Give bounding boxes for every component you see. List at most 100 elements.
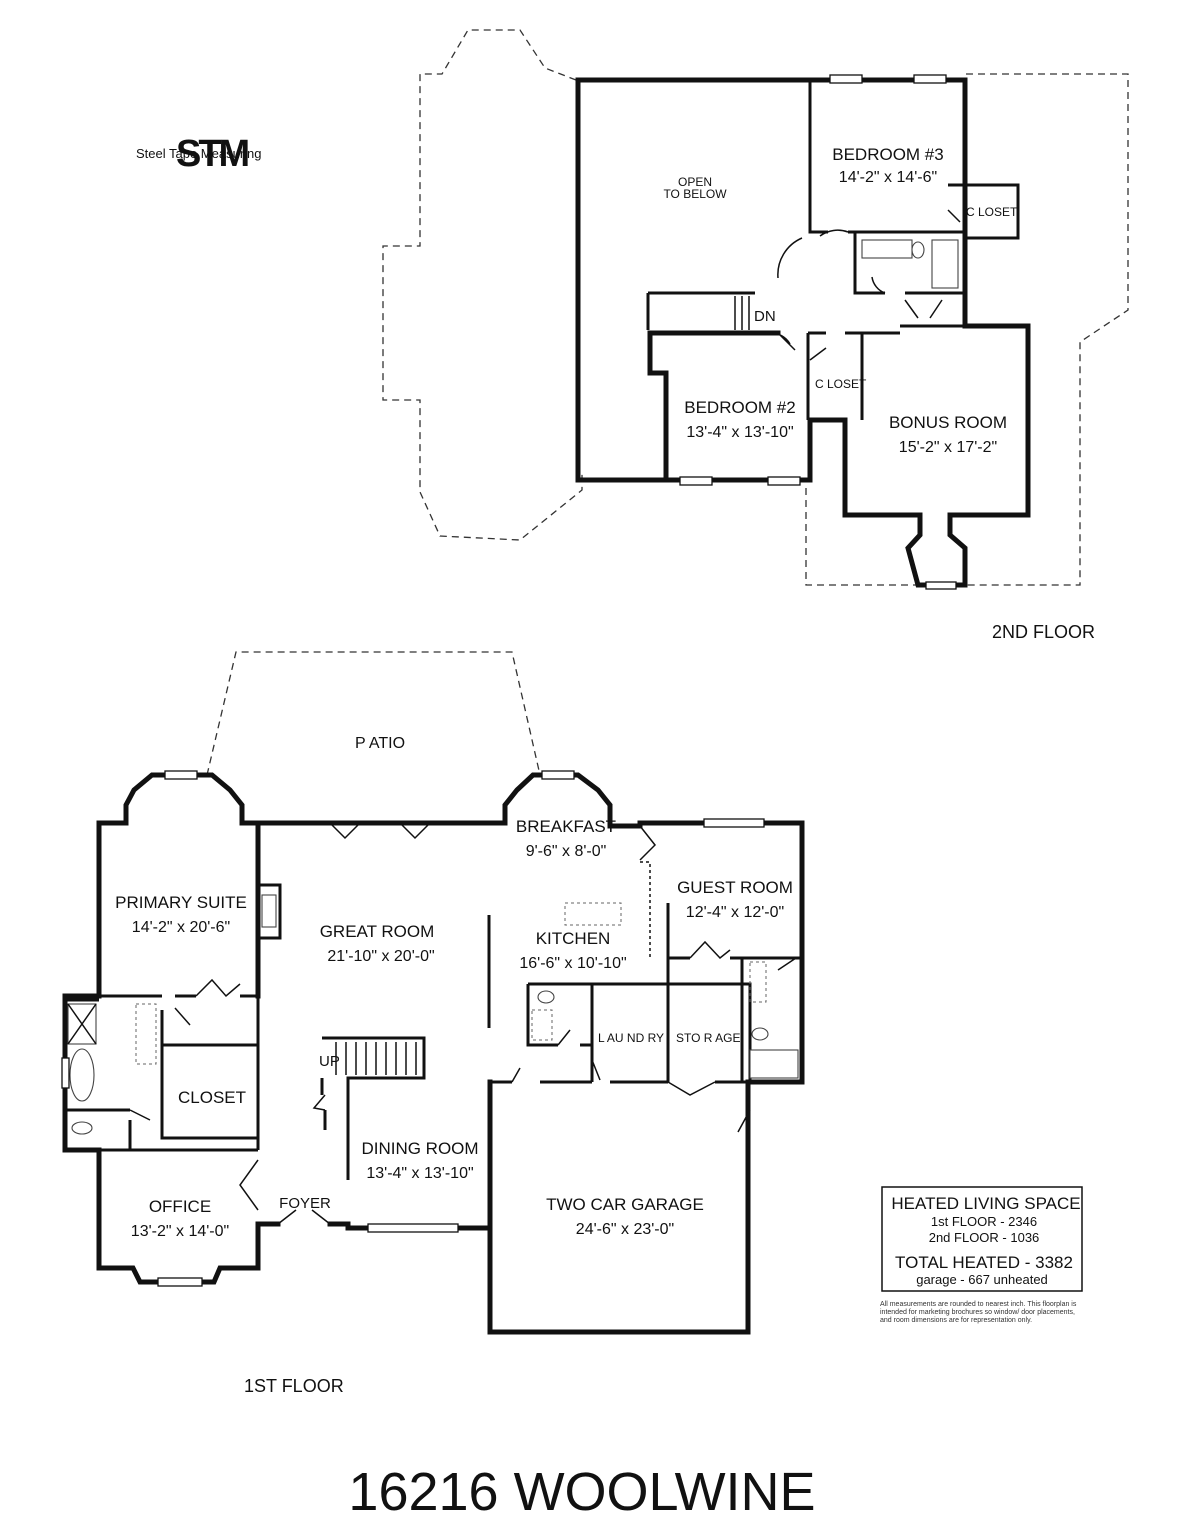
toilet-primary-icon [71,1121,93,1135]
storage-label: STO R AGE [676,1031,740,1045]
stairs-up-label: UP [319,1053,340,1070]
door-swing-bed3 [819,229,849,237]
guest-room-name: GUEST ROOM [677,878,793,897]
guest-door-swing [689,940,731,960]
office-dims: 13'-2" x 14'-0" [131,1223,229,1240]
logo-mark: STM [176,133,249,175]
window-office [157,1277,203,1287]
primary-door-swing [195,978,241,998]
roof-outline-left [382,29,583,541]
stairs-down-label: DN [754,308,776,325]
primary-suite-dims: 14'-2" x 20'-6" [132,919,230,936]
great-room-dims: 21'-10" x 20'-0" [327,948,434,965]
bedroom2-dims: 13'-4" x 13'-10" [686,424,793,441]
bath-vanity [861,239,913,259]
kitchen-dims: 16'-6" x 10'-10" [519,955,626,972]
closet-bed2-label: C LOSET [815,377,867,391]
logo-company-name: Steel Tape Measuring [136,146,262,161]
stair-treads-first [335,1042,417,1075]
company-logo: STM Steel Tape Measuring [136,133,262,175]
closet-label: CLOSET [178,1088,246,1107]
breakfast-dims: 9'-6" x 8'-0" [526,843,607,860]
bathtub-primary-icon [69,1048,95,1102]
kitchen-dashed-wall [640,861,651,958]
shower-drain-mark [67,1003,97,1045]
guest-room-dims: 12'-4" x 12'-0" [686,904,784,921]
legend-garage: garage - 667 unheated [916,1272,1048,1287]
window-bonus [925,581,957,590]
dining-room-dims: 13'-4" x 13'-10" [366,1165,473,1182]
window-dining [367,1223,459,1233]
open-to-below-line1: OPEN [678,175,712,189]
closet-door-swing [129,1007,191,1121]
property-address: 16216 WOOLWINE [348,1462,815,1522]
window-bed3-2 [913,74,947,84]
window-primary-bath [61,1057,70,1089]
bathtub-guest-icon [749,1049,799,1079]
foyer-door-swing [277,1209,331,1225]
primary-suite-interior-walls [99,994,260,1152]
legend-total: TOTAL HEATED - 3382 [895,1253,1073,1272]
disclaimer-line-1: All measurements are rounded to nearest … [880,1301,1077,1308]
patio-label: P ATIO [355,735,405,752]
door-swing-hall [777,237,803,279]
door-swing-closet2 [809,347,827,361]
bath-walls [853,232,965,328]
toilet-half-bath-icon [537,990,555,1004]
stair-walls [320,1036,426,1180]
closet-bed3-label: C LOSET [966,205,1018,219]
bedroom2-name: BEDROOM #2 [684,398,795,417]
window-bed3-1 [829,74,863,84]
garage-name: TWO CAR GARAGE [546,1195,704,1214]
window-primary-bay [164,770,198,780]
roof-outline-right [805,73,1129,586]
bedroom3-walls [808,80,1020,240]
laundry-door-swing [557,1029,601,1081]
bathtub-icon [931,239,959,289]
bedroom3-name: BEDROOM #3 [832,145,943,164]
disclaimer-line-2: intended for marketing brochures so wind… [880,1309,1075,1316]
door-swing-closet3 [947,209,961,223]
legend-title: HEATED LIVING SPACE [891,1194,1080,1213]
vanity-half-bath [531,1009,553,1041]
second-floor-plan: OPEN TO BELOW BEDROOM #3 14'-2" x 14'-6"… [382,29,1129,642]
primary-suite-name: PRIMARY SUITE [115,893,247,912]
window-breakfast-bay [541,770,575,780]
garage-dims: 24'-6" x 23'-0" [576,1221,674,1238]
kitchen-name: KITCHEN [536,929,611,948]
laundry-label: L AU ND RY [598,1031,664,1045]
foyer-label: FOYER [279,1195,331,1212]
first-floor-plan: P ATIO BREAKFAST 9'-6" x 8'-0" PRIMARY S… [61,651,805,1396]
window-bed2-1 [679,476,713,486]
kitchen-island [564,902,622,926]
bedroom3-dims: 14'-2" x 14'-6" [839,169,937,186]
legend-box [881,1186,1083,1292]
stair-landing-door [312,1094,326,1111]
vanity-primary [135,1003,157,1065]
door-swing-bed2 [769,332,796,351]
window-guest [703,818,765,828]
open-to-below-line2: TO BELOW [663,187,727,201]
great-room-name: GREAT ROOM [320,922,435,941]
patio-outline [206,651,541,776]
area-legend: HEATED LIVING SPACE 1st FLOOR - 2346 2nd… [880,1186,1083,1324]
bonus-room-dims: 15'-2" x 17'-2" [899,439,997,456]
bonus-bay-wall [842,512,968,588]
hall-walls [806,331,900,420]
bath-interior-walls [65,998,132,1150]
fireplace-hearth [261,894,277,928]
door-swing-bonus [904,299,943,319]
legend-first-floor: 1st FLOOR - 2346 [931,1214,1037,1229]
vanity-guest-bath [749,961,767,1003]
second-floor-label: 2ND FLOOR [992,622,1095,642]
toilet-guest-icon [751,1027,769,1041]
primary-suite-bay-wall [96,772,261,999]
front-wall [255,1217,493,1231]
toilet-icon [911,241,925,259]
stair-treads [734,296,750,330]
disclaimer-line-3: and room dimensions are for representati… [880,1317,1032,1324]
office-door-swing [239,1159,259,1211]
window-bed2-2 [767,476,801,486]
breakfast-name: BREAKFAST [516,817,616,836]
